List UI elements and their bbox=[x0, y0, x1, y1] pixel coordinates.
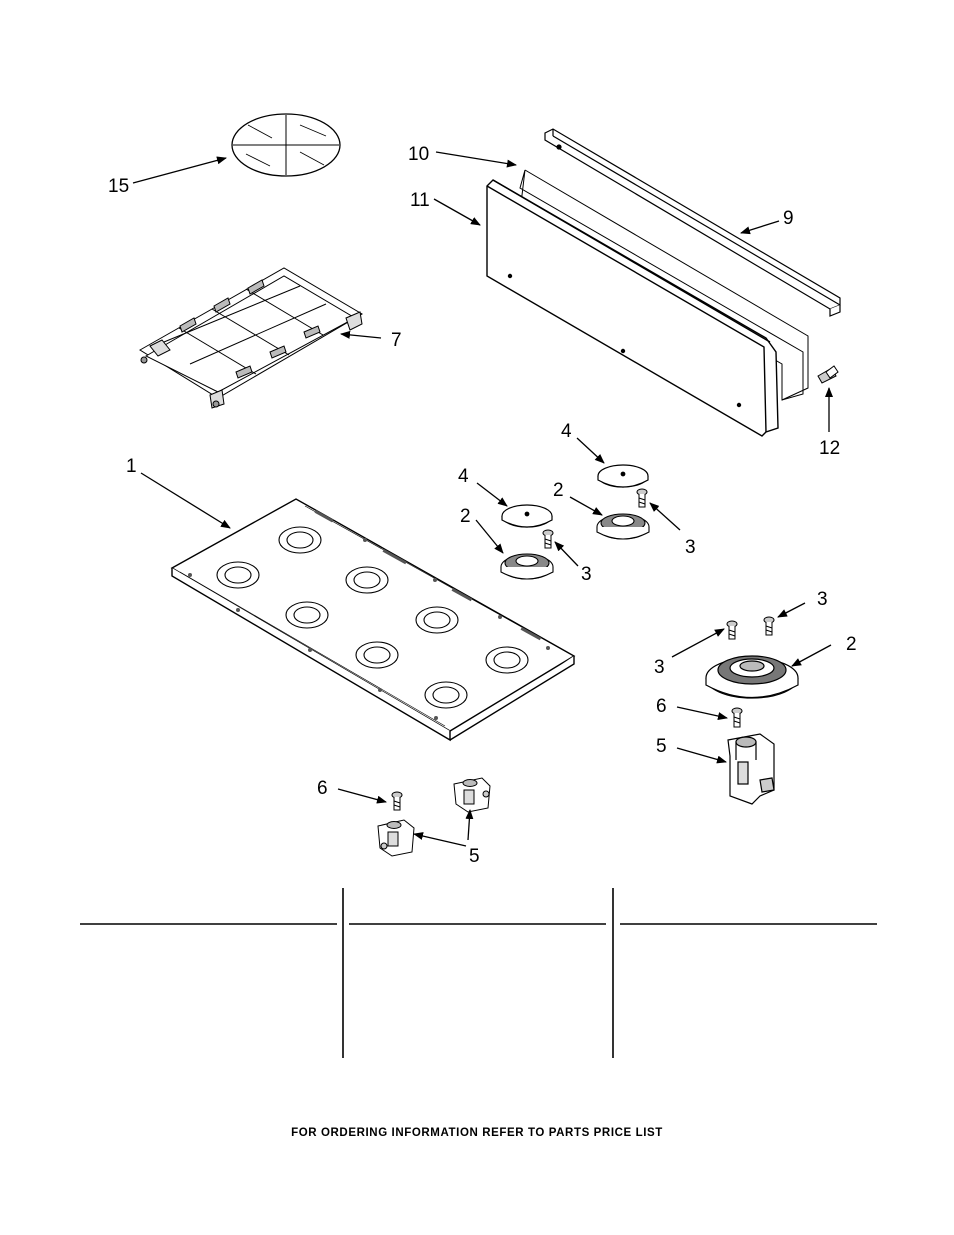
part-11-backguard bbox=[486, 179, 779, 437]
part-5-orifice-holder-large bbox=[727, 733, 775, 805]
callout-3-left: 3 bbox=[581, 564, 592, 585]
part-6-screw-b bbox=[391, 791, 403, 811]
callout-6-left: 6 bbox=[317, 778, 328, 799]
part-12-screw bbox=[817, 365, 839, 384]
part-5-orifice-holder-small-b bbox=[453, 777, 491, 813]
callout-4-left: 4 bbox=[458, 466, 469, 487]
part-3-screw-d bbox=[763, 616, 775, 636]
callout-2-large: 2 bbox=[846, 634, 857, 655]
callout-2-right: 2 bbox=[553, 480, 564, 501]
callout-labels: 15 10 11 9 7 12 1 4 2 3 4 2 3 3 3 2 6 5 … bbox=[108, 144, 857, 867]
callout-10: 10 bbox=[408, 144, 429, 165]
callout-3-right: 3 bbox=[685, 537, 696, 558]
cooktop-burner-holes bbox=[216, 526, 529, 709]
callout-11: 11 bbox=[410, 190, 430, 211]
part-1-cooktop bbox=[170, 498, 576, 742]
part-2-burner-base-large bbox=[705, 655, 799, 699]
callout-15: 15 bbox=[108, 176, 129, 197]
callout-2-left: 2 bbox=[460, 506, 471, 527]
leader-lines bbox=[132, 151, 833, 847]
callout-3-lower: 3 bbox=[654, 657, 665, 678]
footer-ordering-note: FOR ORDERING INFORMATION REFER TO PARTS … bbox=[291, 1127, 663, 1139]
part-2-burner-base-b bbox=[596, 513, 650, 540]
part-15-grate-pad bbox=[231, 113, 341, 177]
part-4-burner-cap-a bbox=[501, 504, 553, 528]
part-7-burner-grate bbox=[139, 267, 363, 409]
part-4-burner-cap-b bbox=[597, 464, 649, 488]
callout-3-upper: 3 bbox=[817, 589, 828, 610]
callout-5-left: 5 bbox=[469, 846, 480, 867]
part-2-burner-base-a bbox=[500, 553, 554, 580]
part-6-screw-a bbox=[731, 707, 743, 728]
callout-1: 1 bbox=[126, 456, 137, 477]
callout-5-right: 5 bbox=[656, 736, 667, 757]
part-3-screw-a bbox=[542, 529, 554, 549]
part-3-screw-c bbox=[726, 620, 738, 640]
callout-7: 7 bbox=[391, 330, 402, 351]
callout-6-right: 6 bbox=[656, 696, 667, 717]
callout-9: 9 bbox=[783, 208, 794, 229]
part-5-orifice-holder-small-a bbox=[377, 819, 415, 857]
callout-4-right: 4 bbox=[561, 421, 572, 442]
part-9-rail bbox=[544, 128, 841, 317]
parts-table-frame bbox=[80, 888, 877, 1058]
callout-12: 12 bbox=[819, 438, 840, 459]
part-3-screw-b bbox=[636, 488, 648, 508]
